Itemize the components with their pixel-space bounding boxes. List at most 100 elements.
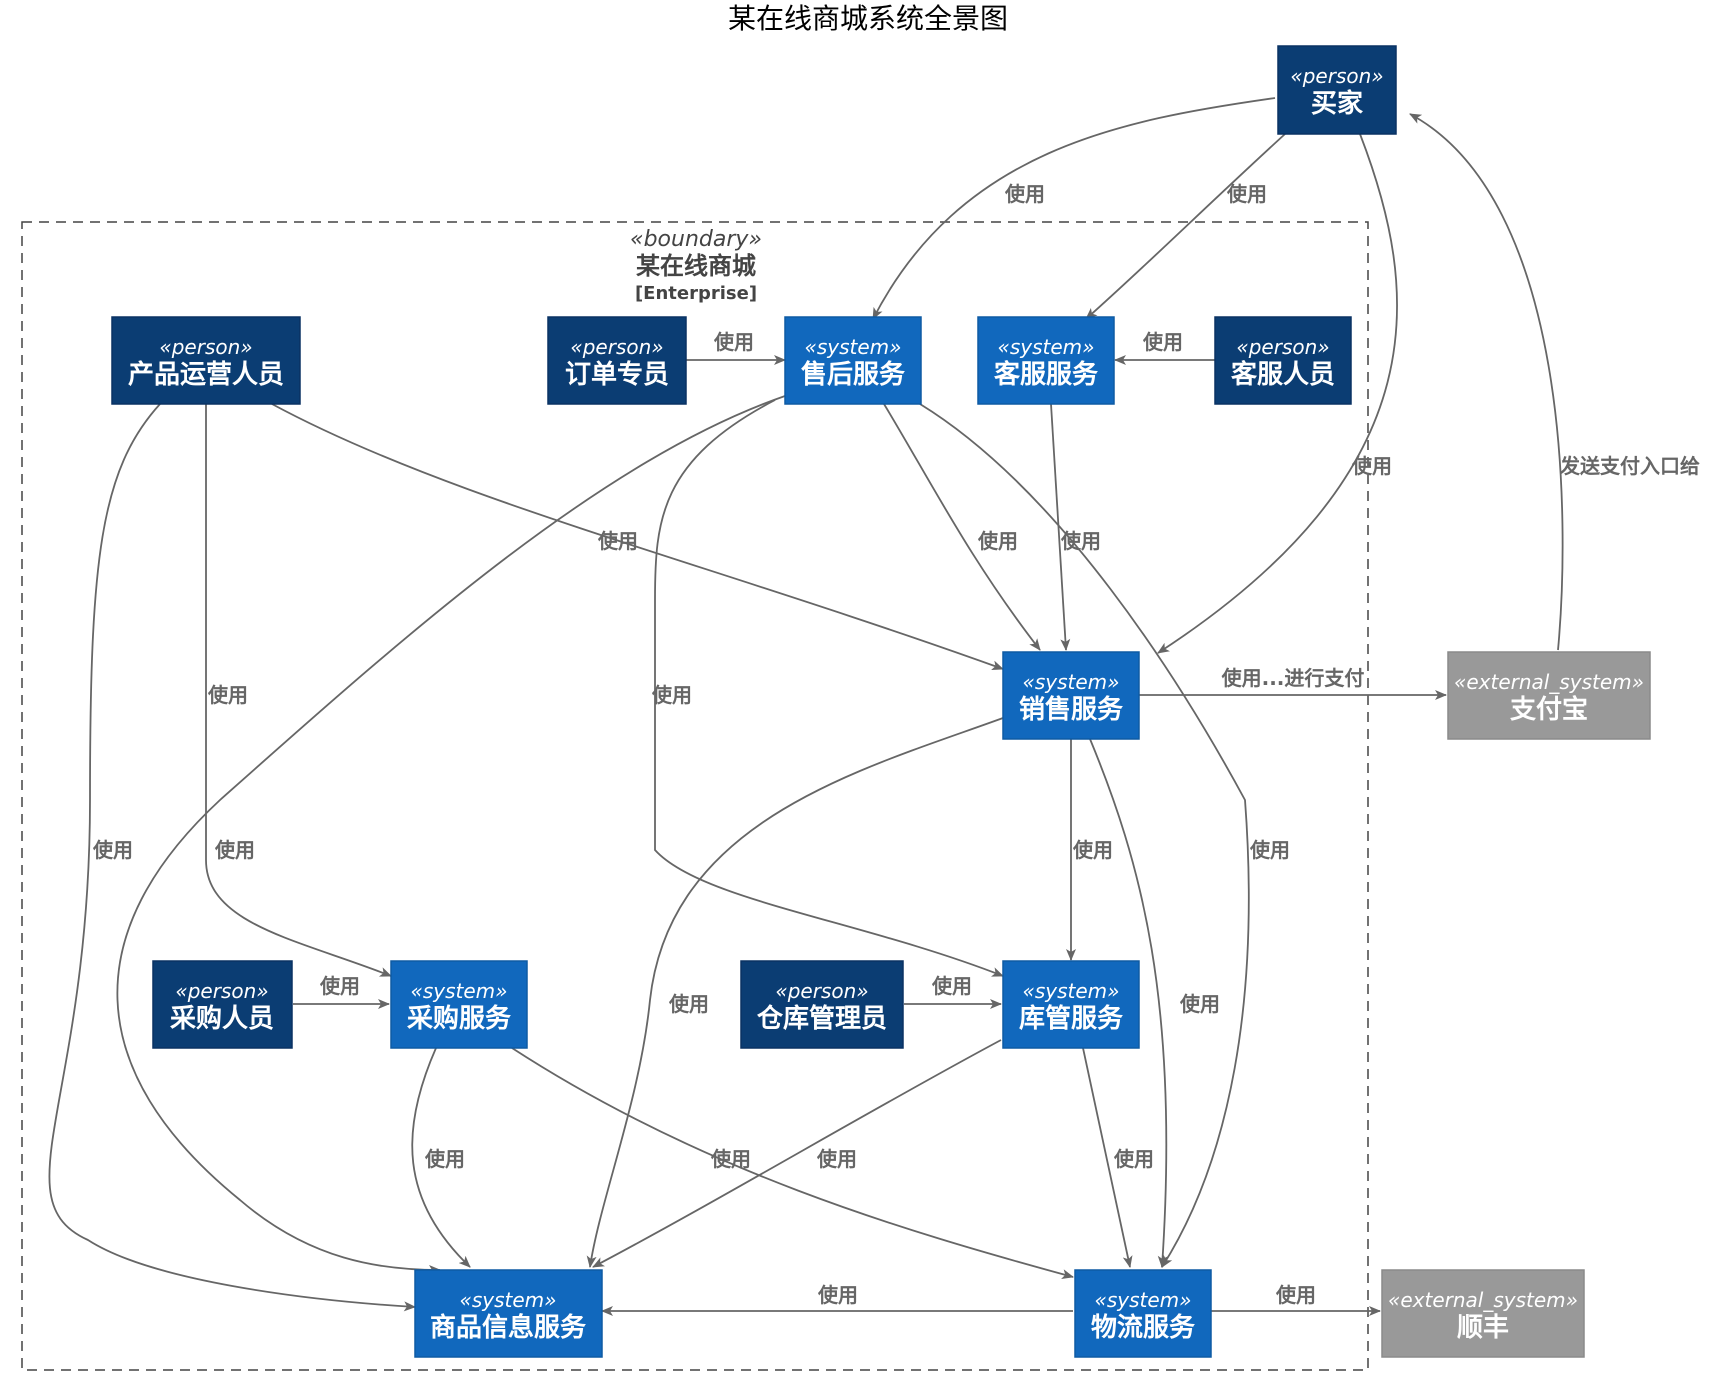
boundary-stereotype: «boundary» [630, 227, 762, 252]
node-product-ops: «person» 产品运营人员 [111, 316, 301, 405]
person-box [1214, 316, 1352, 405]
node-warehouse-admin: «person» 仓库管理员 [740, 960, 904, 1049]
edge-label: 使用 [931, 974, 972, 998]
node-inventory: «system» 库管服务 [1002, 960, 1140, 1049]
node-label: 支付宝 [1510, 694, 1588, 725]
node-purchaser: «person» 采购人员 [152, 960, 293, 1049]
edge-prodops-purchasing [205, 404, 392, 977]
node-alipay: «external_system» 支付宝 [1447, 651, 1651, 740]
stereotype-label: «person» [175, 979, 268, 1003]
node-label: 客服服务 [994, 359, 1098, 390]
edge-label: 发送支付入口给 [1559, 454, 1700, 478]
node-customer-service-system: «system» 客服服务 [977, 316, 1115, 405]
stereotype-label: «system» [805, 335, 902, 359]
edge-prodops-productinfo [48, 403, 416, 1312]
edge-label: 使用 [816, 1147, 857, 1171]
node-logistics: «system» 物流服务 [1074, 1269, 1212, 1358]
diagram-title: 某在线商城系统全景图 [728, 2, 1008, 35]
edge-labels: 使用 使用 使用 发送支付入口给 使用 使用 使用 使用 使用 使用 使用 使用… [92, 182, 1700, 1307]
person-box [1277, 45, 1397, 135]
edge-purchasing-logistics [511, 1047, 1074, 1279]
node-label: 订单专员 [565, 360, 669, 390]
edge-label: 使用 [1113, 1147, 1154, 1171]
edge-label: 使用 [597, 529, 638, 553]
edge-sales-productinfo [586, 717, 1004, 1268]
edge-label: 使用 [424, 1147, 465, 1171]
boundary-name: 某在线商城 [636, 252, 756, 280]
edge-label: 使用 [817, 1283, 858, 1307]
edge-label: 使用 [1072, 838, 1113, 862]
enterprise-boundary [21, 221, 1369, 1371]
node-order-specialist: «person» 订单专员 [547, 316, 687, 405]
edge-label: 使用 [214, 838, 255, 862]
edge-label: 使用 [207, 683, 248, 707]
stereotype-label: «system» [460, 1288, 557, 1312]
edge-buyer-sales [1157, 133, 1398, 654]
stereotype-label: «system» [1095, 1288, 1192, 1312]
node-label: 仓库管理员 [756, 1003, 887, 1034]
edge-label: 使用 [1249, 838, 1290, 862]
system-box [1002, 960, 1140, 1049]
stereotype-label: «system» [998, 335, 1095, 359]
node-label: 物流服务 [1091, 1313, 1195, 1343]
system-box [390, 960, 528, 1049]
node-label: 产品运营人员 [128, 360, 284, 390]
edge-label: 使用 [319, 974, 360, 998]
person-box [111, 316, 301, 405]
stereotype-label: «external_system» [1454, 670, 1644, 694]
stereotype-label: «system» [1023, 670, 1120, 694]
node-label: 顺丰 [1457, 1313, 1509, 1343]
edge-buyer-cssys [1085, 133, 1286, 320]
person-box [152, 960, 293, 1049]
node-label: 采购人员 [170, 1004, 274, 1034]
node-label: 售后服务 [801, 359, 905, 390]
edge-label: 使用 [1351, 454, 1392, 478]
edge-aftersales-inventory [654, 399, 1004, 977]
stereotype-label: «person» [1236, 335, 1329, 359]
node-purchasing: «system» 采购服务 [390, 960, 528, 1049]
node-label: 销售服务 [1019, 694, 1123, 725]
edge-aftersales-sales [883, 403, 1041, 651]
stereotype-label: «external_system» [1388, 1288, 1578, 1312]
stereotype-label: «person» [570, 335, 663, 359]
edge-purchasing-productinfo [411, 1047, 471, 1268]
system-box [977, 316, 1115, 405]
external-system-box [1381, 1269, 1585, 1358]
system-box [784, 316, 922, 405]
node-product-info: «system» 商品信息服务 [414, 1269, 603, 1358]
edge-cssys-sales [1050, 403, 1071, 651]
node-label: 客服人员 [1231, 359, 1335, 390]
system-box [1002, 651, 1140, 740]
stereotype-label: «person» [775, 979, 868, 1003]
edge-label: 使用...进行支付 [1221, 666, 1365, 690]
edge-label: 使用 [1226, 182, 1267, 206]
node-sales: «system» 销售服务 [1002, 651, 1140, 740]
edge-label: 使用 [1275, 1283, 1316, 1307]
stereotype-label: «system» [411, 979, 508, 1003]
edge-label: 使用 [651, 683, 692, 707]
edge-label: 使用 [1142, 330, 1183, 354]
external-system-box [1447, 651, 1651, 740]
edge-inventory-productinfo [592, 1039, 1002, 1268]
edge-label: 使用 [977, 529, 1018, 553]
node-sf-express: «external_system» 顺丰 [1381, 1269, 1585, 1358]
stereotype-label: «person» [159, 335, 252, 359]
boundary-type: [Enterprise] [635, 283, 757, 304]
edge-inventory-logistics [1082, 1047, 1133, 1268]
node-customer-service-staff: «person» 客服人员 [1214, 316, 1352, 405]
stereotype-label: «system» [1023, 979, 1120, 1003]
node-label: 采购服务 [407, 1004, 511, 1034]
edge-buyer-aftersales [872, 97, 1276, 320]
edges [48, 97, 1564, 1316]
node-after-sales: «system» 售后服务 [784, 316, 922, 405]
edge-label: 使用 [713, 330, 754, 354]
node-label: 商品信息服务 [430, 1312, 586, 1343]
edge-prodops-sales [271, 403, 1004, 670]
stereotype-label: «person» [1290, 64, 1383, 88]
edge-alipay-buyer [1409, 113, 1564, 651]
system-box [414, 1269, 603, 1358]
edge-label: 使用 [1060, 529, 1101, 553]
person-box [740, 960, 904, 1049]
edge-label: 使用 [92, 838, 133, 862]
